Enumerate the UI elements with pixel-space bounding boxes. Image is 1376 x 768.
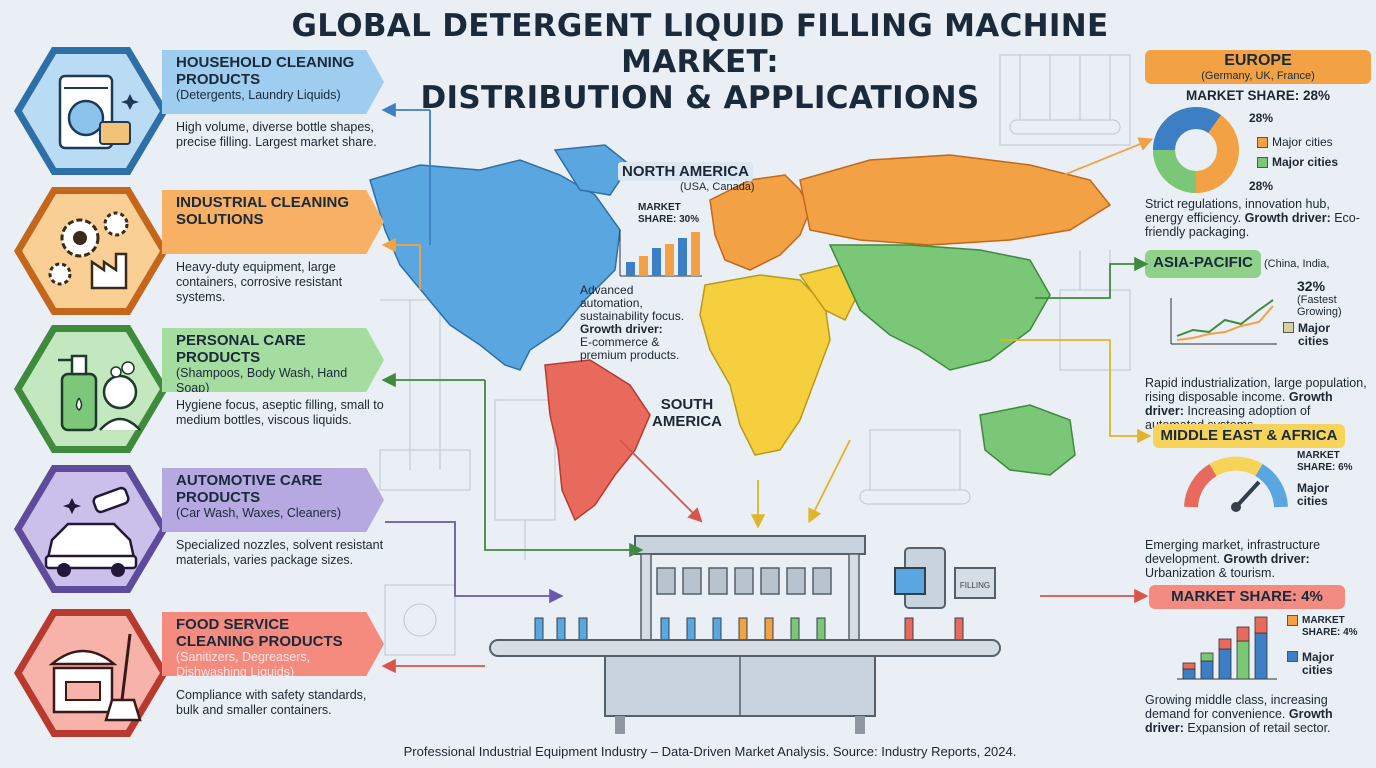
category-automotive[interactable]: AUTOMOTIVE CARE PRODUCTS (Car Wash, Waxe… — [6, 460, 388, 593]
category-desc-automotive: Specialized nozzles, solvent resistant m… — [176, 538, 384, 567]
washing-machine-icon — [14, 47, 168, 175]
latam-banner: MARKET SHARE: 4% — [1149, 585, 1345, 609]
category-industrial[interactable]: INDUSTRIAL CLEANING SOLUTIONS Heavy-duty… — [6, 182, 388, 315]
car-wash-icon — [14, 465, 168, 593]
mea-gauge-chart — [1184, 456, 1288, 512]
latam-share: MARKET SHARE: 4% — [1287, 615, 1358, 639]
north-america-desc: Advanced automation, sustainability focu… — [580, 283, 685, 362]
north-america-name: NORTH AMERICA — [622, 163, 749, 180]
page-title: GLOBAL DETERGENT LIQUID FILLING MACHINE … — [220, 8, 1180, 116]
south-america-label: SOUTH AMERICA — [652, 396, 722, 430]
asia-legend: Major cities — [1283, 322, 1334, 348]
asia-note: (Fastest Growing) — [1297, 294, 1342, 318]
mea-chart: MARKET SHARE: 6% Major cities — [1145, 448, 1371, 512]
australia-region[interactable] — [979, 404, 1076, 476]
asia-countries: (China, India, — [1264, 258, 1330, 270]
europe-chart: 28% 28% Major cities Major cities — [1145, 103, 1371, 195]
europe-desc: Strict regulations, innovation hub, ener… — [1145, 197, 1360, 239]
europe-donut-chart — [1153, 107, 1239, 193]
category-banner-automotive: AUTOMOTIVE CARE PRODUCTS (Car Wash, Waxe… — [162, 468, 384, 532]
europe-pct-top: 28% — [1249, 111, 1274, 125]
category-desc-household: High volume, diverse bottle shapes, prec… — [176, 120, 377, 149]
category-banner-food-service: FOOD SERVICE CLEANING PRODUCTS (Sanitize… — [162, 612, 384, 676]
north-america-label: NORTH AMERICA — [618, 162, 753, 181]
gears-factory-icon — [14, 187, 168, 315]
title-line-2: DISTRIBUTION & APPLICATIONS — [420, 80, 980, 116]
region-panel-latam[interactable]: MARKET SHARE: 4% MARKET SHARE: 4% Major … — [1145, 585, 1371, 735]
category-banner-industrial: INDUSTRIAL CLEANING SOLUTIONS — [162, 190, 384, 254]
mea-share: MARKET SHARE: 6% — [1297, 450, 1353, 473]
asia-pct: 32% — [1297, 278, 1326, 294]
latam-chart: MARKET SHARE: 4% Major cities — [1145, 609, 1371, 680]
europe-banner: EUROPE (Germany, UK, France) — [1145, 50, 1371, 84]
title-line-1: GLOBAL DETERGENT LIQUID FILLING MACHINE … — [291, 8, 1109, 80]
category-food-service[interactable]: FOOD SERVICE CLEANING PRODUCTS (Sanitize… — [6, 604, 388, 737]
latam-desc: Growing middle class, increasing demand … — [1145, 693, 1333, 735]
region-panel-europe[interactable]: EUROPE (Germany, UK, France) MARKET SHAR… — [1145, 50, 1371, 239]
region-panel-middle-east-africa[interactable]: MIDDLE EAST & AFRICA MARKET SHARE: 6% Ma… — [1145, 424, 1371, 580]
category-desc-food-service: Compliance with safety standards, bulk a… — [176, 688, 367, 717]
category-personal-care[interactable]: PERSONAL CARE PRODUCTS (Shampoos, Body W… — [6, 320, 388, 453]
asia-line-chart — [1170, 298, 1277, 345]
category-desc-personal-care: Hygiene focus, aseptic filling, small to… — [176, 398, 384, 427]
kitchen-mop-icon — [14, 609, 168, 737]
category-desc-industrial: Heavy-duty equipment, large containers, … — [176, 260, 343, 304]
latam-legend: Major cities — [1287, 651, 1338, 677]
north-america-bar-chart — [619, 230, 702, 277]
filling-machine-illustration: FILLING — [489, 535, 1001, 734]
machine-label: FILLING — [960, 581, 990, 590]
north-america-region[interactable] — [369, 159, 621, 371]
north-america-share: MARKET SHARE: 30% — [638, 202, 700, 225]
south-america-region[interactable] — [544, 359, 651, 522]
africa-region[interactable] — [699, 274, 831, 456]
asia-chart: 32% (Fastest Growing) Major cities — [1145, 278, 1371, 348]
footer-source: Professional Industrial Equipment Indust… — [403, 744, 1017, 759]
mea-desc: Emerging market, infrastructure developm… — [1145, 538, 1321, 580]
europe-pct-bottom: 28% — [1249, 179, 1274, 193]
north-america-countries: (USA, Canada) — [680, 181, 755, 193]
category-household[interactable]: HOUSEHOLD CLEANING PRODUCTS (Detergents,… — [6, 42, 388, 175]
europe-share: MARKET SHARE: 28% — [1185, 88, 1331, 103]
soap-bottle-icon — [14, 325, 168, 453]
mea-legend: Major cities — [1297, 481, 1330, 508]
europe-region[interactable] — [709, 174, 811, 271]
russia-region[interactable] — [799, 154, 1112, 246]
asia-banner: ASIA-PACIFIC — [1145, 250, 1261, 278]
asia-pacific-region[interactable] — [828, 244, 1051, 371]
europe-legend-1: Major cities — [1257, 135, 1333, 149]
category-banner-personal-care: PERSONAL CARE PRODUCTS (Shampoos, Body W… — [162, 328, 384, 392]
asia-header: ASIA-PACIFIC (China, India, — [1145, 250, 1371, 278]
region-panel-asia-pacific[interactable]: ASIA-PACIFIC (China, India, 32% (Fastest… — [1145, 250, 1371, 432]
mea-banner: MIDDLE EAST & AFRICA — [1153, 424, 1345, 448]
latam-stacked-bar-chart — [1177, 616, 1277, 680]
category-banner-household: HOUSEHOLD CLEANING PRODUCTS (Detergents,… — [162, 50, 384, 114]
europe-legend-2: Major cities — [1257, 155, 1338, 169]
